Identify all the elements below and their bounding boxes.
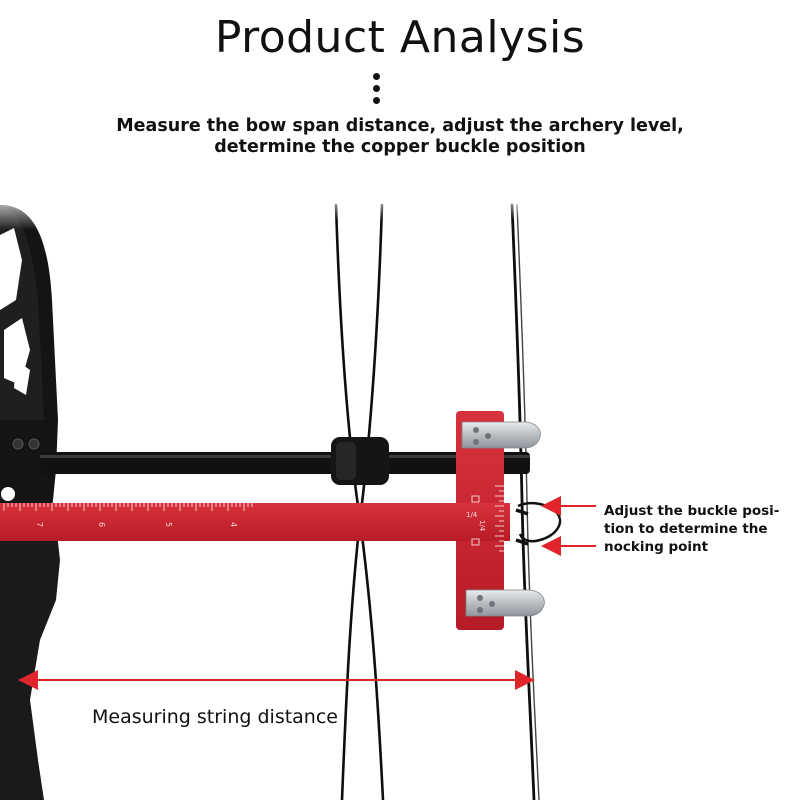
- page-subtitle: Measure the bow span distance, adjust th…: [0, 116, 800, 158]
- buckle-callout: Adjust the buckle posi- tion to determin…: [604, 502, 779, 556]
- buckle-callout-line-2: tion to determine the: [604, 521, 768, 537]
- bow-riser: [0, 190, 70, 800]
- ruler-mark-4: 4: [229, 522, 238, 527]
- bow-square-ruler: 7 6 5 4 1/4 1/4: [0, 411, 510, 630]
- ruler-mark-quarter-top: 1/4: [466, 511, 478, 519]
- page-title: Product Analysis: [214, 12, 586, 63]
- nocking-point: [515, 501, 562, 546]
- subtitle-line-1: Measure the bow span distance, adjust th…: [116, 116, 684, 136]
- annotation-arrows: [18, 496, 596, 690]
- ruler-mark-6: 6: [97, 522, 106, 527]
- bow-strings: [300, 190, 560, 800]
- string-distance-label: Measuring string distance: [92, 706, 338, 728]
- divider-dots: [372, 73, 382, 109]
- ruler-mark-5: 5: [164, 522, 173, 527]
- buckle-callout-line-1: Adjust the buckle posi-: [604, 503, 780, 519]
- arrow-shaft: [40, 437, 530, 485]
- buckle-callout-line-3: nocking point: [604, 539, 709, 555]
- subtitle-line-2: determine the copper buckle position: [214, 137, 586, 157]
- string-clip-top: [461, 421, 541, 449]
- string-clip-bottom: [465, 589, 545, 617]
- ruler-mark-7: 7: [35, 522, 44, 527]
- ruler-mark-quarter-bottom: 1/4: [478, 520, 486, 532]
